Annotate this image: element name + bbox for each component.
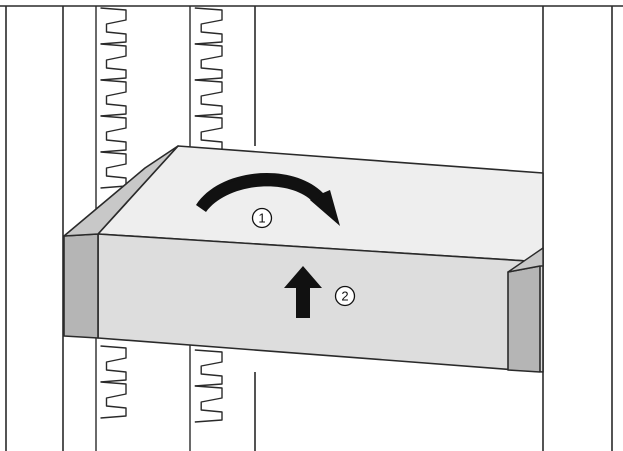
step-1-circle [251, 207, 273, 229]
step-1-number: 1 [258, 211, 265, 226]
rail-notch [100, 381, 127, 419]
step-2-badge: 2 [334, 285, 356, 307]
rail-notch [194, 349, 223, 387]
rail-notch [100, 345, 127, 383]
rail-notch [194, 79, 223, 117]
up-arrow-icon [284, 266, 322, 318]
step-1-badge: 1 [251, 207, 273, 229]
step-2-number: 2 [341, 289, 348, 304]
shelf-left-end-cap [63, 233, 99, 339]
rail-notch [100, 43, 127, 81]
rail-notch [100, 79, 127, 117]
support-rail-left [95, 6, 127, 451]
step-2-circle [334, 285, 356, 307]
shelf-left-end-top [63, 145, 179, 237]
support-rail-right [189, 6, 223, 451]
rail-notch [194, 385, 223, 423]
shelf-right-end-top [507, 247, 544, 273]
rail-notch [100, 7, 127, 45]
rail-notch [100, 115, 127, 153]
rail-notch [194, 43, 223, 81]
rail-notch [194, 7, 223, 45]
curved-arrow-body [196, 175, 322, 212]
shelf-right-end-cap [507, 265, 541, 373]
shelf [63, 145, 544, 373]
